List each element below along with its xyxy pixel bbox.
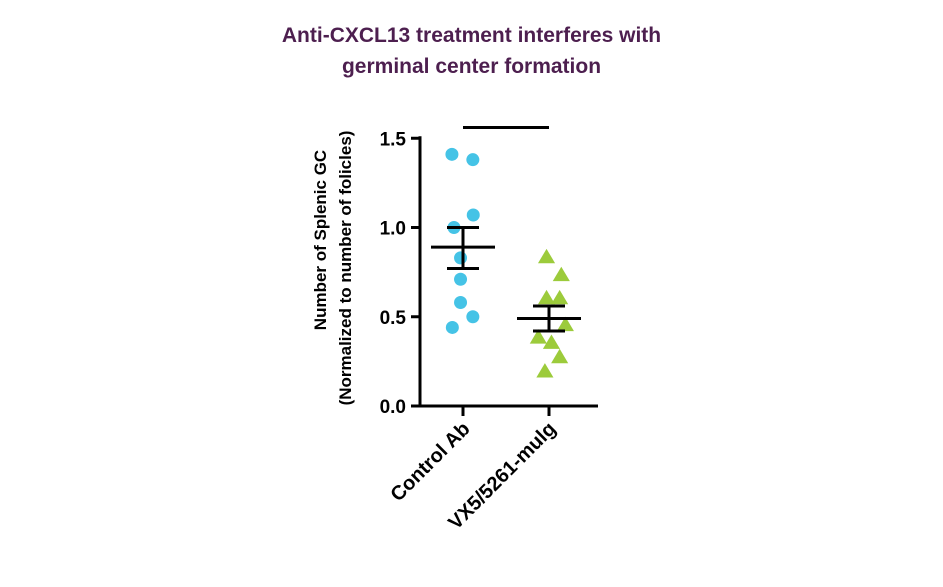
y-tick-label: 1.0	[380, 219, 406, 240]
x-category-label: Control Ab	[386, 418, 474, 506]
chart-title-line-2: germinal center formation	[341, 55, 602, 78]
data-point-circle	[466, 208, 480, 222]
data-point-circle	[454, 251, 468, 265]
y-tick-label: 0.5	[380, 308, 407, 329]
chart-title-line-1: Anti-CXCL13 treatment interferes with	[281, 24, 662, 47]
y-axis-label-line-1: Number of Splenic GC	[311, 150, 330, 330]
data-point-triangle	[542, 334, 561, 349]
y-axis-label-line-2: (Normalized to number of folicles)	[336, 131, 355, 406]
axes	[418, 136, 598, 408]
data-point-circle	[466, 310, 480, 324]
data-point-triangle	[556, 316, 574, 332]
y-tick-label: 1.5	[380, 129, 407, 150]
y-axis-label: Number of Splenic GC (Normalized to numb…	[311, 131, 355, 406]
data-point-circle	[445, 320, 459, 334]
data-point-triangle	[536, 363, 554, 378]
chart-title: Anti-CXCL13 treatment interferes with ge…	[0, 20, 943, 82]
data-point-circle	[454, 295, 468, 309]
mean-sem-bars	[431, 226, 581, 333]
data-point-circle	[445, 147, 459, 161]
data-point-triangle	[552, 266, 570, 282]
data-points	[445, 147, 574, 378]
y-tick-label: 0.0	[380, 397, 406, 418]
data-point-triangle	[551, 289, 569, 305]
data-point-triangle	[537, 248, 556, 264]
data-point-triangle	[551, 348, 569, 364]
y-ticks: 0.0 0.5 1.0 1.5	[380, 129, 420, 418]
data-point-circle	[466, 153, 480, 167]
data-point-triangle	[537, 289, 556, 305]
data-point-triangle	[529, 329, 547, 344]
data-point-circle	[454, 272, 468, 286]
